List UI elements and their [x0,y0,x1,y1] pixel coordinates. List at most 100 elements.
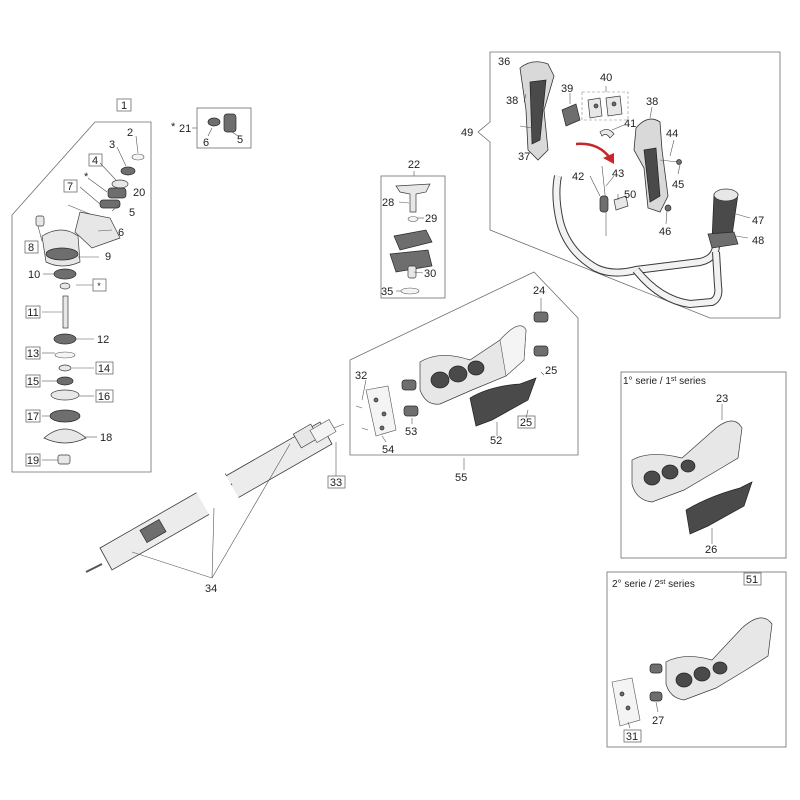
part-disc [50,389,80,401]
label-34: 34 [205,583,217,595]
part-plug [35,215,45,227]
label-25b: 25 [520,417,532,429]
label-21: 21 [179,123,191,135]
label-7: 7 [67,181,73,193]
part-ring [56,376,74,386]
label-52: 52 [490,435,502,447]
gear-head-group: 1 [11,98,152,473]
damper [533,311,549,323]
label-47: 47 [752,215,764,227]
label-5a: 5 [129,207,135,219]
part-bearing [107,187,127,199]
part-washer [59,282,71,290]
label-39: 39 [561,83,573,95]
part-cup [43,428,87,444]
label-star-21: * [171,121,176,133]
label-53: 53 [405,426,417,438]
gear-housing [74,211,121,249]
label-box-1 [116,98,132,112]
plate-2nd-series [611,677,641,727]
trigger-kit-box [380,175,446,299]
second-series-title: 2° serie / 2st series [612,579,695,591]
label-32: 32 [355,370,367,382]
label-44: 44 [666,128,678,140]
kit-21-box [196,107,252,149]
label-20: 20 [133,187,145,199]
cover-1st-series [685,481,753,535]
damper [401,379,417,391]
label-3: 3 [109,139,115,151]
second-series-panel: 2° serie / 2st series 51 31 27 [606,571,787,748]
part-clip [393,229,433,251]
label-28: 28 [382,197,394,209]
label-18: 18 [100,432,112,444]
label-9: 9 [105,251,111,263]
part-bearing [53,268,77,280]
housing-seal [45,247,79,261]
label-30: 30 [424,268,436,280]
label-24: 24 [533,285,545,297]
label-36: 36 [498,56,510,68]
damper [533,345,549,357]
part-nut [57,454,71,465]
part-screw [676,159,682,165]
housing-bracket [349,271,579,456]
part-ring [131,153,145,161]
label-48: 48 [752,235,764,247]
label-5b: 5 [237,134,243,146]
label-54: 54 [382,444,394,456]
part-flange [49,409,81,423]
first-series-title: 1° serie / 1st series [623,376,706,388]
t-key [395,183,431,213]
label-11: 11 [27,307,38,319]
part-circlip [54,351,76,359]
red-arrow-head [603,153,614,164]
label-40: 40 [600,72,612,84]
label-26: 26 [705,544,717,556]
label-27: 27 [652,715,664,727]
label-29: 29 [425,213,437,225]
label-37: 37 [518,151,530,163]
label-31: 31 [626,731,638,743]
housing-group: 24 25 32 25 53 52 54 55 [349,271,579,484]
label-23: 23 [716,393,728,405]
label-star: * [84,171,89,183]
label-33: 33 [330,477,342,489]
label-38b: 38 [646,96,658,108]
label-25a: 25 [545,365,557,377]
label-49: 49 [461,127,473,139]
part-body [389,249,433,273]
label-17: 17 [27,411,39,423]
part-spring-clip [599,129,615,139]
handlebar-tube-lower [633,251,722,308]
label-8: 8 [28,242,34,254]
label-51: 51 [746,574,758,586]
shaft-end [85,563,103,573]
part-shaft [62,295,69,329]
label-41: 41 [624,118,636,130]
label-1: 1 [121,100,127,112]
label-46: 46 [659,226,671,238]
label-43: 43 [612,168,624,180]
part-pin [67,204,91,215]
label-55: 55 [455,472,467,484]
part-bushing [111,179,129,189]
kit-21-group: * 21 6 5 [171,107,252,149]
trigger-kit-group: 22 28 29 30 35 [380,159,446,299]
label-2: 2 [127,127,133,139]
label-6b: 6 [203,137,209,149]
handlebar-bracket [477,51,781,319]
throttle-trigger [561,103,581,127]
kit-40-box [581,91,629,121]
label-14: 14 [98,363,110,375]
label-15: 15 [27,376,39,388]
part-spring [599,195,609,213]
label-star-box: * [97,281,101,291]
part-bearing [53,333,77,345]
part-nut [664,204,672,212]
part-ring [58,364,72,372]
label-6a: 6 [118,227,124,239]
label-16: 16 [98,391,110,403]
